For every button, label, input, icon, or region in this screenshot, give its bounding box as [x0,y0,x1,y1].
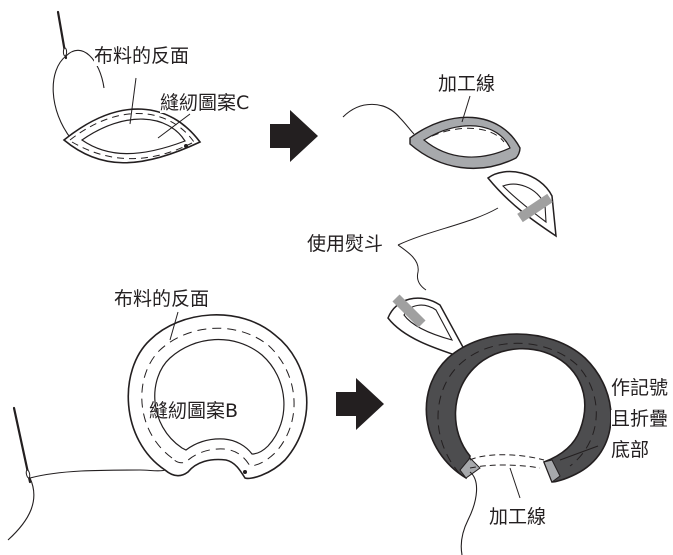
lens-pattern-c [62,108,202,164]
label-fabric-back-bottom: 布料的反面 [114,288,210,310]
iron-icon [387,294,472,362]
iron-icon [486,170,557,238]
leader-use-iron [397,207,499,291]
label-mark-line-2: 且折疊 [611,408,669,430]
arrow-right-icon [336,378,384,430]
label-use-iron: 使用熨斗 [307,233,384,255]
leader-bottom-fold [559,445,599,461]
thread-line-top-right [342,103,415,135]
thread-line-bottom-right [460,471,478,555]
label-pattern-b: 縫紉圖案B [149,400,239,422]
label-pattern-c: 縫紉圖案C [160,92,250,114]
label-finish-line-top: 加工線 [438,73,496,95]
label-fabric-back-top: 布料的反面 [94,45,190,67]
leader-finish-bottom [509,467,521,499]
label-mark-line-1: 作記號 [611,377,669,399]
leader-pattern-c [157,113,191,139]
folded-lens-pattern [409,116,521,170]
thread-line-bottom-left [7,469,166,541]
leader-fabric-back-bottom [169,311,179,341]
leader-finish-top [461,95,471,123]
needle-icon [12,406,32,484]
arrow-right-icon [270,110,318,162]
round-pattern-b [127,314,308,480]
label-mark-line-3: 底部 [611,439,650,461]
leader-fabric-back-top [129,77,137,125]
dark-ring-pattern [425,333,612,483]
needle-icon [56,10,68,60]
label-finish-line-bottom: 加工線 [489,506,547,528]
thread-line [52,49,105,141]
